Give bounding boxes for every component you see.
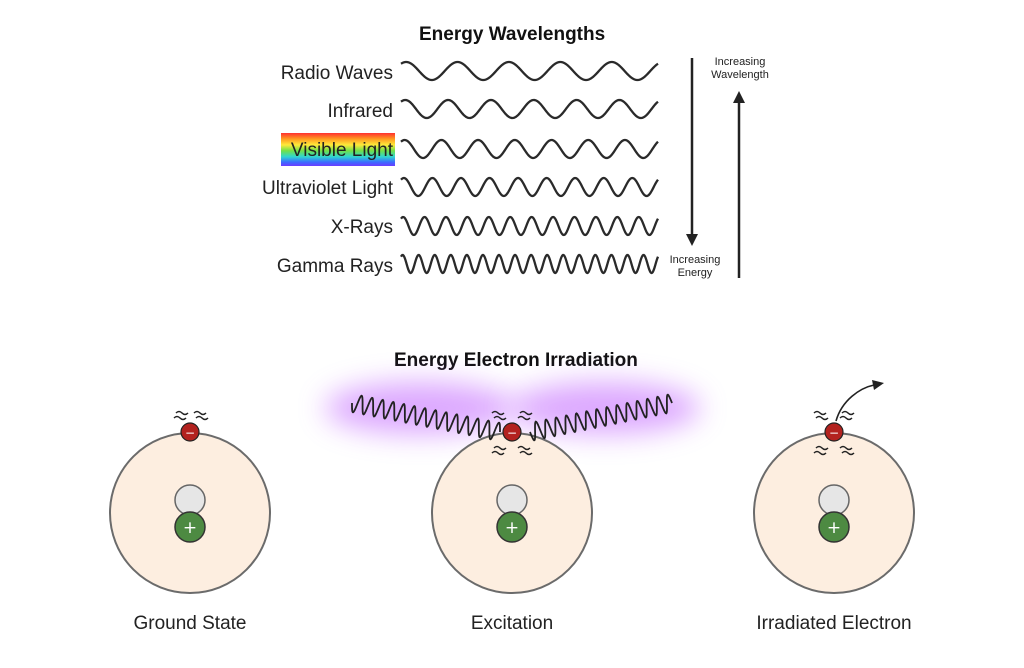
wave-label-gamma: Gamma Rays	[276, 256, 393, 277]
increasing-wavelength-label: Increasing Wavelength	[711, 56, 769, 81]
electron-sign: −	[829, 426, 839, 440]
proton	[818, 511, 850, 543]
caption-ground-state: Ground State	[133, 613, 247, 634]
wave-label-visible: Visible Light	[290, 140, 393, 161]
wave-2	[400, 138, 659, 160]
electron-sign: −	[185, 426, 195, 440]
proton-sign: +	[505, 518, 519, 538]
vibration-marks	[173, 410, 209, 421]
caption-excitation: Excitation	[470, 613, 554, 634]
wave-3	[400, 176, 659, 198]
neutron	[174, 484, 206, 516]
vibration-marks	[491, 410, 533, 456]
wave-5	[400, 253, 660, 275]
wave-label-xrays: X-Rays	[330, 217, 393, 238]
proton	[174, 511, 206, 543]
caption-irradiated-electron: Irradiated Electron	[756, 613, 912, 634]
visible-light-rainbow-highlight	[281, 133, 395, 166]
ejection-arrow	[835, 380, 884, 422]
wave-4	[400, 215, 659, 237]
wave-1	[400, 98, 659, 120]
proton-sign: +	[827, 518, 841, 538]
electron-sign: −	[507, 426, 517, 440]
wavelengths-title: Energy Wavelengths	[419, 24, 606, 45]
photon-wave-right	[529, 393, 673, 442]
photon-wave-left	[351, 394, 501, 441]
proton	[496, 511, 528, 543]
wave-label-ultraviolet: Ultraviolet Light	[262, 178, 393, 199]
electron	[502, 422, 522, 442]
atom-irradiated: + −	[753, 380, 915, 594]
wave-0	[400, 60, 659, 82]
neutron	[496, 484, 528, 516]
incoming-photon-waves	[351, 393, 673, 442]
vibration-marks	[813, 410, 855, 456]
irradiation-title: Energy Electron Irradiation	[394, 350, 638, 371]
spectrum-waves	[400, 60, 660, 275]
increasing-energy-label: Increasing Energy	[669, 254, 721, 279]
electron	[824, 422, 844, 442]
increasing-wavelength-arrow	[733, 91, 745, 278]
neutron	[818, 484, 850, 516]
proton-sign: +	[183, 518, 197, 538]
atom-excitation: + −	[325, 382, 700, 594]
wave-label-radio: Radio Waves	[280, 63, 393, 84]
electron	[180, 422, 200, 442]
wave-label-infrared: Infrared	[327, 101, 393, 122]
atom-ground-state: + −	[109, 410, 271, 594]
increasing-energy-arrow	[686, 58, 698, 246]
